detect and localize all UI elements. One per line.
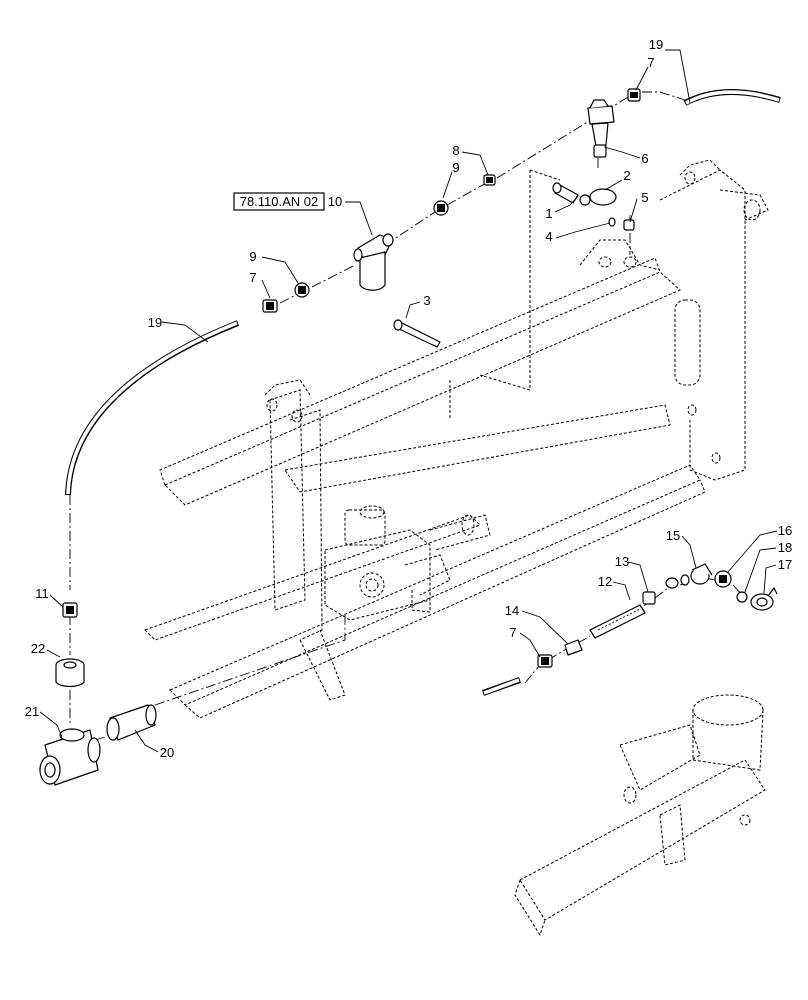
sprayer-frame [144, 159, 769, 719]
callout-7-middle: 7 [249, 270, 256, 285]
callout-3: 3 [423, 293, 430, 308]
tube-12 [589, 604, 646, 639]
hose-short [482, 677, 521, 696]
washer-18 [736, 591, 748, 603]
callout-21: 21 [25, 704, 39, 719]
callout-1: 1 [545, 206, 552, 221]
bushing-22 [55, 658, 85, 688]
nipple-20 [106, 704, 157, 741]
callout-2: 2 [623, 168, 630, 183]
callout-13: 13 [615, 554, 629, 569]
callout-8: 8 [452, 143, 459, 158]
reference-label: 78.110.AN 02 [240, 194, 319, 209]
callout-9-lower: 9 [249, 249, 256, 264]
nut-9-lower [294, 282, 310, 298]
elbow-15 [690, 563, 713, 585]
callout-18: 18 [778, 540, 792, 555]
callout-22: 22 [31, 641, 45, 656]
callout-19-upper: 19 [649, 37, 663, 52]
callout-12: 12 [598, 574, 612, 589]
sleeve-14 [564, 639, 583, 656]
fitting-8 [483, 174, 496, 186]
hose-19-upper [683, 89, 781, 106]
fitting-7-bottom [537, 654, 553, 668]
callout-5: 5 [641, 190, 648, 205]
pin-1 [552, 182, 579, 204]
fitting-7-top [627, 88, 641, 102]
callout-19-left: 19 [148, 315, 162, 330]
callout-7-top: 7 [647, 55, 654, 70]
callout-11: 11 [35, 586, 49, 601]
nut-5 [623, 219, 635, 231]
leader-lines [39, 49, 778, 753]
valve-assembly [324, 505, 491, 621]
callout-15: 15 [666, 528, 680, 543]
fitting-11 [62, 602, 78, 618]
filter-10 [353, 233, 394, 291]
callout-14: 14 [505, 603, 519, 618]
clamp-2 [579, 188, 617, 206]
nozzle-tip-17 [750, 587, 778, 611]
fitting-7-middle [262, 299, 278, 313]
callout-20: 20 [160, 745, 174, 760]
callout-16: 16 [778, 523, 792, 538]
reference-box[interactable]: 78.110.AN 02 [233, 192, 325, 211]
callout-9-upper: 9 [452, 160, 459, 175]
tee-21 [39, 728, 101, 786]
nut-9-upper [433, 200, 449, 216]
nozzle-body-6 [587, 99, 615, 158]
washer-4 [608, 217, 616, 227]
callout-4: 4 [545, 229, 552, 244]
hose-19-left [65, 320, 240, 496]
callout-6: 6 [641, 151, 648, 166]
fitting-16 [714, 570, 732, 588]
callout-17: 17 [778, 557, 792, 572]
inset-assembly [514, 694, 766, 937]
clip-13 [642, 574, 690, 605]
bolt-3 [393, 319, 441, 348]
callout-10: 10 [328, 194, 342, 209]
callout-7-bottom: 7 [509, 625, 516, 640]
callouts: 19 7 6 2 1 5 4 8 9 10 9 7 3 19 11 22 21 … [25, 37, 792, 760]
